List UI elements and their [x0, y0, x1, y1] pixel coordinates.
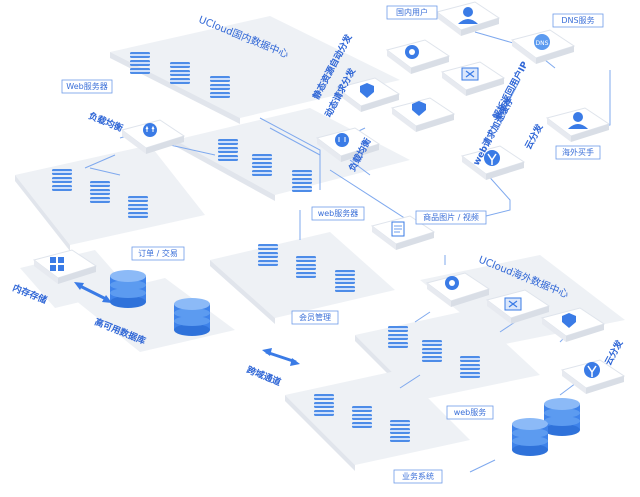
tag-product-media: 商品图片 / 视频: [415, 210, 487, 225]
node-cloud-dist-bottom: [561, 359, 625, 395]
node-memory-storage: [33, 249, 97, 285]
node-shield-top: [336, 77, 400, 113]
svg-text:商品图片 / 视频: 商品图片 / 视频: [423, 212, 479, 222]
node-shield-top2: [391, 97, 455, 133]
node-load-balance-mid: [316, 127, 380, 163]
label-resolve-ip: 解析返回用户IP: [490, 59, 531, 121]
label-cloud-dist-top: 云分发: [522, 121, 546, 151]
label-cross-tunnel: 跨域通道: [245, 364, 283, 389]
cross-tunnel-arrow: [262, 348, 300, 366]
panel-business: [285, 370, 470, 471]
svg-text:Web服务器: Web服务器: [66, 81, 107, 91]
node-close: [441, 61, 505, 97]
svg-text:会员管理: 会员管理: [299, 312, 331, 322]
label-cloud-dist-bottom: 云分发: [602, 337, 626, 367]
svg-text:海外买手: 海外买手: [562, 147, 594, 157]
node-cloud-dist-top: [461, 145, 525, 181]
svg-text:业务系统: 业务系统: [402, 471, 434, 481]
tag-order-trade: 订单 / 交易: [131, 246, 185, 261]
node-load-balance-top: [121, 119, 185, 155]
tag-domestic-user: 国内用户: [386, 5, 438, 20]
tag-overseas-buyer: 海外买手: [555, 145, 601, 160]
node-static-sync: [386, 39, 450, 75]
tag-web-server-top: Web服务器: [61, 79, 113, 94]
node-overseas-close: [486, 289, 550, 325]
svg-text:DNS服务: DNS服务: [561, 15, 594, 25]
svg-text:订单 / 交易: 订单 / 交易: [138, 248, 178, 258]
tag-member-mgmt: 会员管理: [291, 310, 339, 325]
svg-text:web服务: web服务: [454, 407, 487, 417]
tag-dns-service: DNS服务: [552, 13, 604, 28]
panel-order: [15, 145, 205, 251]
node-overseas-cloud: [426, 272, 490, 308]
tag-web-service: web服务: [446, 405, 494, 420]
svg-text:国内用户: 国内用户: [396, 7, 428, 17]
svg-text:web服务器: web服务器: [318, 208, 359, 218]
node-dns: DNS: [511, 29, 575, 65]
node-overseas-buyer: [546, 107, 610, 143]
node-domestic-user: [436, 1, 500, 37]
node-overseas-shield: [541, 307, 605, 343]
node-product-media: [371, 215, 435, 251]
tag-web-server-mid: web服务器: [311, 206, 365, 221]
label-load-balance-top: 负载均衡: [87, 110, 125, 135]
memory-db-arrow: [74, 282, 112, 303]
svg-text:DNS: DNS: [536, 40, 549, 47]
tag-business-system: 业务系统: [393, 469, 443, 484]
